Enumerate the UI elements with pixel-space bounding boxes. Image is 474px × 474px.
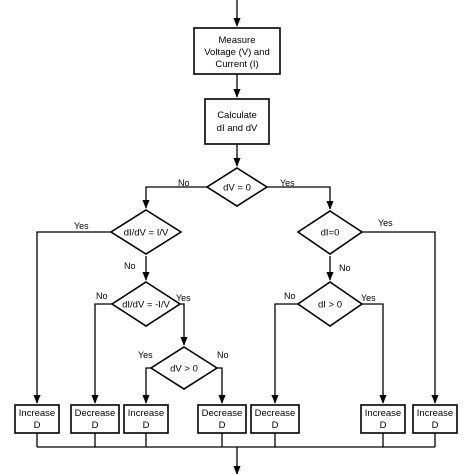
output-box-5: Decrease D — [250, 404, 300, 434]
decision-di-pos-label: dI > 0 — [318, 300, 342, 311]
output-2-line-1: Decrease — [75, 408, 116, 419]
decision-dv-pos: dV > 0 — [149, 346, 219, 390]
decision-di-dv-neg: dI/dV = -I/V — [110, 281, 182, 327]
calculate-line-1: Calculate — [217, 110, 257, 121]
label-dv-pos-yes: Yes — [138, 350, 153, 360]
decision-dv-zero: dV = 0 — [205, 167, 269, 207]
label-di-dv-eq-yes: Yes — [74, 221, 89, 231]
output-1-line-1: Increase — [19, 408, 55, 419]
connector-dv-zero-no — [142, 186, 207, 209]
output-6-line-2: D — [380, 420, 387, 431]
label-dv-zero-yes: Yes — [280, 178, 295, 188]
output-4-line-2: D — [219, 420, 226, 431]
decision-di-zero-label: dI=0 — [321, 228, 340, 239]
decision-dv-pos-label: dV > 0 — [170, 364, 198, 375]
decision-di-dv-eq-label: dI/dV = I/V — [124, 228, 169, 239]
connector-dv-pos-yes — [142, 367, 152, 404]
calculate-box: Calculate dI and dV — [204, 98, 270, 145]
output-box-2: Decrease D — [70, 404, 120, 434]
label-di-zero-no: No — [339, 263, 351, 273]
output-2-line-2: D — [92, 420, 99, 431]
output-box-3: Increase D — [123, 404, 169, 434]
label-dv-pos-no: No — [217, 350, 229, 360]
measure-line-1: Measure — [219, 35, 256, 46]
decision-di-dv-neg-label: dI/dV = -I/V — [122, 300, 170, 311]
output-4-line-1: Decrease — [202, 408, 243, 419]
calculate-line-2: dI and dV — [217, 123, 258, 134]
output-box-1: Increase D — [14, 404, 60, 434]
decision-di-dv-eq: dI/dV = I/V — [109, 209, 183, 255]
label-di-dv-neg-no: No — [96, 291, 108, 301]
output-6-line-1: Increase — [365, 408, 401, 419]
decision-di-zero: dI=0 — [296, 210, 364, 255]
output-box-7: Increase D — [412, 404, 458, 434]
connector-di-pos-no — [271, 303, 299, 404]
output-3-line-2: D — [143, 420, 150, 431]
decision-di-pos: dI > 0 — [296, 281, 364, 327]
label-di-dv-neg-yes: Yes — [176, 293, 191, 303]
connector-dv-zero-yes — [267, 186, 334, 210]
connector-dv-pos-no — [216, 367, 226, 404]
output-3-line-1: Increase — [128, 408, 164, 419]
label-dv-zero-no: No — [178, 178, 190, 188]
output-7-line-1: Increase — [417, 408, 453, 419]
connector-di-zero-yes — [362, 231, 439, 404]
output-1-line-2: D — [34, 420, 41, 431]
measure-box: Measure Voltage (V) and Current (I) — [193, 27, 281, 75]
measure-line-2: Voltage (V) and — [204, 47, 270, 58]
connector-di-dv-neg-yes — [178, 303, 188, 346]
branch-labels: No Yes Yes No Yes No No Yes Yes No No Ye… — [74, 178, 393, 360]
output-5-line-1: Decrease — [255, 408, 296, 419]
output-box-6: Increase D — [360, 404, 406, 434]
label-di-pos-yes: Yes — [361, 293, 376, 303]
connector-di-pos-yes — [361, 303, 387, 404]
output-5-line-2: D — [272, 420, 279, 431]
output-box-4: Decrease D — [197, 404, 247, 434]
connector-di-dv-neg-no — [91, 303, 113, 404]
label-di-pos-no: No — [284, 291, 296, 301]
connector-di-dv-eq-yes — [33, 231, 111, 404]
output-7-line-2: D — [432, 420, 439, 431]
label-di-zero-yes: Yes — [378, 218, 393, 228]
label-di-dv-eq-no: No — [124, 261, 136, 271]
decision-dv-zero-label: dV = 0 — [223, 183, 251, 194]
measure-line-3: Current (I) — [215, 59, 258, 70]
